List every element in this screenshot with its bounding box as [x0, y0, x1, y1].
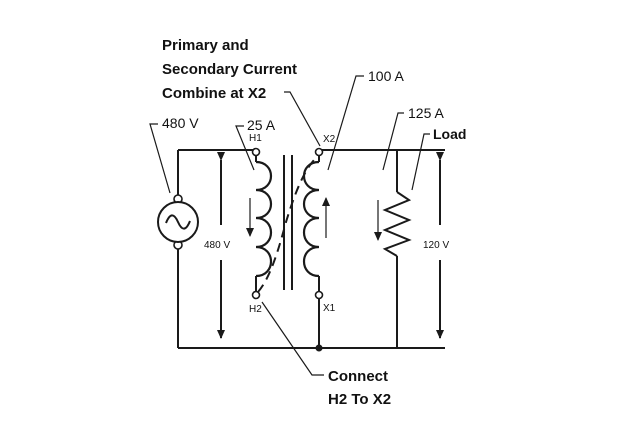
secondary-current-label: 100 A	[368, 68, 404, 84]
terminal-h1-label: H1	[249, 133, 262, 144]
h2-x2-jumper	[257, 155, 319, 293]
terminal-x2-label: X2	[323, 134, 336, 145]
load-resistor-icon	[382, 191, 412, 257]
load-label: Load	[433, 126, 466, 142]
transformer-core	[283, 155, 293, 290]
secondary-winding	[303, 147, 324, 352]
terminal-x1-label: X1	[323, 303, 336, 314]
combine-callout-line2: Secondary Current	[162, 61, 297, 78]
connect-callout-line2: H2 To X2	[328, 391, 391, 408]
primary-current-label: 25 A	[247, 117, 276, 133]
primary-voltage-label: 480 V	[204, 240, 230, 251]
combine-callout-line1: Primary and	[162, 37, 249, 54]
terminal-h2-label: H2	[249, 304, 262, 315]
circuit-wires	[177, 149, 445, 349]
primary-winding	[251, 147, 272, 300]
source-voltage-label: 480 V	[162, 115, 199, 131]
leader-lines	[149, 75, 430, 376]
combine-callout-line3: Combine at X2	[162, 85, 266, 102]
ac-source-icon	[157, 194, 199, 250]
load-current-label: 125 A	[408, 105, 444, 121]
connect-callout-line1: Connect	[328, 368, 388, 385]
secondary-voltage-label: 120 V	[423, 240, 449, 251]
